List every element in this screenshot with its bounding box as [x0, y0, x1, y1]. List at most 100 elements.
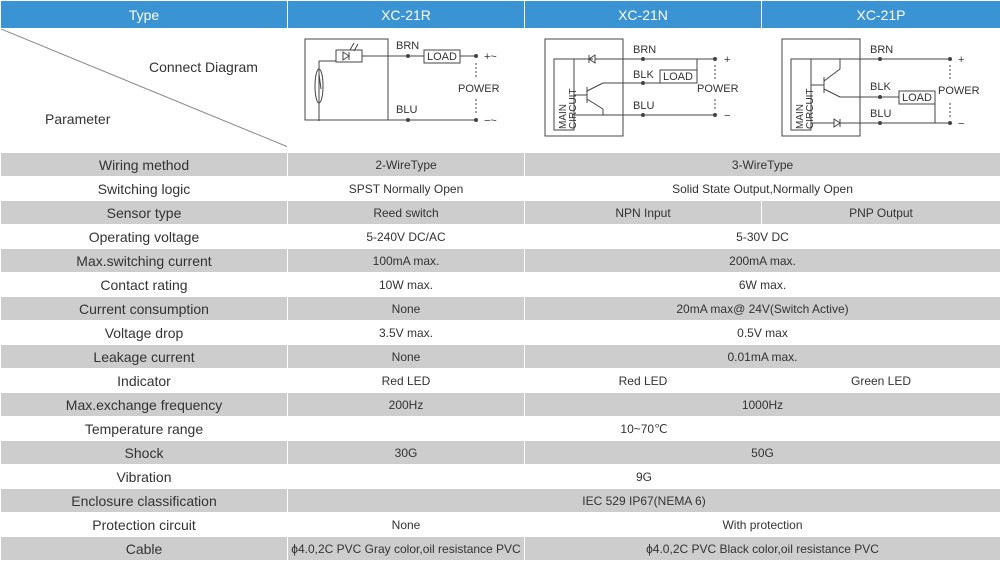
parameter-name: Max.exchange frequency [0, 392, 288, 417]
value-xc21n: Red LED [524, 368, 762, 393]
corner-cell: Connect Diagram Parameter [0, 28, 288, 153]
diagonal-divider [1, 29, 287, 147]
value-xc21p: PNP Output [761, 200, 1000, 225]
value-all-models: 9G [287, 464, 1000, 489]
value-all-models: IEC 529 IP67(NEMA 6) [287, 488, 1000, 513]
parameter-name: Wiring method [0, 152, 288, 177]
plus-label: + [724, 54, 730, 66]
value-xc21r: None [287, 344, 525, 369]
parameter-name: Sensor type [0, 200, 288, 225]
value-xc21r: SPST Normally Open [287, 176, 525, 201]
parameter-name: Switching logic [0, 176, 288, 201]
main-label: MAIN [795, 104, 806, 129]
model-header-xc21p: XC-21P [761, 0, 1000, 29]
value-xc21n-xc21p: 0.5V max [524, 320, 1000, 345]
parameter-name: Enclosure classification [0, 488, 288, 513]
parameter-name: Temperature range [0, 416, 288, 441]
value-xc21r: Reed switch [287, 200, 525, 225]
main-label: MAIN [558, 104, 569, 129]
blk-label: BLK [633, 69, 654, 81]
parameter-name: Protection circuit [0, 512, 288, 537]
parameter-name: Voltage drop [0, 320, 288, 345]
blu-label: BLU [870, 108, 891, 120]
value-xc21r: 3.5V max. [287, 320, 525, 345]
plus-label: + [958, 54, 964, 66]
parameter-name: Indicator [0, 368, 288, 393]
brn-label: BRN [396, 40, 419, 52]
value-xc21r: 5-240V DC/AC [287, 224, 525, 249]
circuit-label: CIRCUIT [568, 88, 579, 129]
diagram-xc21p: MAIN CIRCUIT BRN BLK BLU [761, 28, 1000, 153]
brn-label: BRN [870, 44, 893, 56]
minus-label: − [724, 110, 730, 122]
parameter-name: Leakage current [0, 344, 288, 369]
value-xc21r: 2-WireType [287, 152, 525, 177]
value-xc21n-xc21p: 1000Hz [524, 392, 1000, 417]
diagram-xc21n: MAIN CIRCUIT BRN BLK [524, 28, 762, 153]
value-xc21n: NPN Input [524, 200, 762, 225]
value-xc21n-xc21p: 6W max. [524, 272, 1000, 297]
value-xc21r: 10W max. [287, 272, 525, 297]
value-xc21r: Red LED [287, 368, 525, 393]
power-label: POWER [697, 83, 739, 95]
model-header-xc21r: XC-21R [287, 0, 525, 29]
load-label: LOAD [663, 71, 693, 83]
diagram-row: Connect Diagram Parameter [0, 28, 1000, 153]
minus-ac-label: −~ [484, 115, 497, 127]
value-xc21n-xc21p: 0.01mA max. [524, 344, 1000, 369]
blk-label: BLK [870, 81, 891, 93]
value-xc21r: ϕ4.0,2C PVC Gray color,oil resistance PV… [287, 536, 525, 561]
header-row: Type XC-21R XC-21N XC-21P [0, 0, 1000, 29]
wiring-diagram-xc21p: MAIN CIRCUIT BRN BLK BLU [781, 38, 980, 137]
parameter-name: Cable [0, 536, 288, 561]
value-xc21n-xc21p: 50G [524, 440, 1000, 465]
model-header-xc21n: XC-21N [524, 0, 762, 29]
value-xc21n-xc21p: With protection [524, 512, 1000, 537]
blu-label: BLU [396, 104, 417, 116]
value-xc21r: 200Hz [287, 392, 525, 417]
circuit-label: CIRCUIT [805, 88, 816, 129]
blu-label: BLU [633, 100, 654, 112]
diagram-xc21r: BRN BLU LOAD +~ POWER −~ [287, 28, 525, 153]
value-xc21r: None [287, 512, 525, 537]
value-xc21r: 30G [287, 440, 525, 465]
parameter-name: Contact rating [0, 272, 288, 297]
power-label: POWER [938, 85, 980, 97]
power-label: POWER [458, 83, 500, 95]
value-xc21n-xc21p: 200mA max. [524, 248, 1000, 273]
value-xc21n-xc21p: 5-30V DC [524, 224, 1000, 249]
load-label: LOAD [902, 92, 932, 104]
load-label: LOAD [427, 51, 457, 63]
parameter-name: Shock [0, 440, 288, 465]
parameter-name: Operating voltage [0, 224, 288, 249]
value-all-models: 10~70℃ [287, 416, 1000, 441]
parameter-name: Vibration [0, 464, 288, 489]
plus-ac-label: +~ [484, 51, 497, 63]
value-xc21r: 100mA max. [287, 248, 525, 273]
parameter-name: Current consumption [0, 296, 288, 321]
type-header: Type [0, 0, 288, 29]
parameter-label: Parameter [45, 111, 111, 127]
minus-label: − [958, 118, 964, 130]
brn-label: BRN [633, 44, 656, 56]
value-xc21n-xc21p: Solid State Output,Normally Open [524, 176, 1000, 201]
value-xc21n-xc21p: ϕ4.0,2C PVC Black color,oil resistance P… [524, 536, 1000, 561]
wiring-diagram-xc21r: BRN BLU LOAD +~ POWER −~ [304, 38, 500, 127]
value-xc21n-xc21p: 20mA max@ 24V(Switch Active) [524, 296, 1000, 321]
